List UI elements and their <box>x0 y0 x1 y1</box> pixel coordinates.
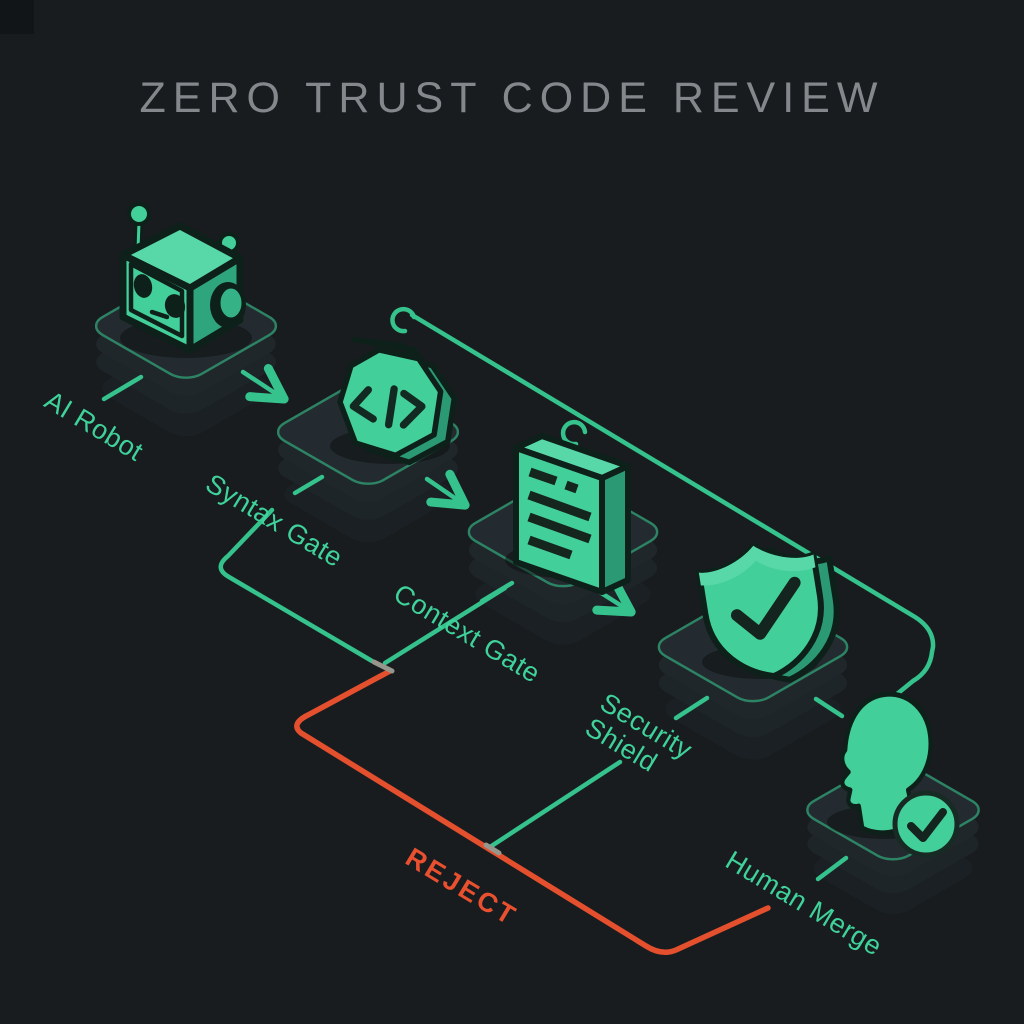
code-bracket-right <box>399 389 426 429</box>
reject-feeder-syntax <box>218 507 375 664</box>
junction-blend-1 <box>371 659 395 674</box>
bypass-line <box>409 312 936 697</box>
shield-check-icon <box>695 542 840 683</box>
junction-blend-2 <box>483 842 502 856</box>
corner-accent <box>0 0 34 34</box>
flow-arrow-syntax-to-context <box>424 469 470 510</box>
doc-line-short <box>528 467 558 486</box>
diagram-title: ZERO TRUST CODE REVIEW <box>139 74 885 122</box>
robot-antenna-left <box>127 202 151 226</box>
flow-arrow-robot-to-syntax <box>240 363 289 404</box>
robot-mouth <box>149 309 170 320</box>
reject-path <box>294 668 771 955</box>
code-bracket-left <box>349 386 377 423</box>
check-badge-icon <box>892 790 960 858</box>
label-tick-syntax-gate <box>292 474 325 496</box>
check-icon <box>907 808 947 842</box>
shield-brim <box>698 545 816 586</box>
hook-icon <box>390 306 417 334</box>
document-icon <box>513 419 631 595</box>
doc-line-long-1 <box>527 490 592 522</box>
code-slash <box>384 385 398 429</box>
robot-icon <box>119 202 246 354</box>
robot-eye-left <box>133 274 153 298</box>
check-icon <box>730 576 801 640</box>
robot-eye-right <box>164 294 186 318</box>
flow-dash-shield-to-human <box>813 696 845 719</box>
label-tick-ai-robot <box>101 374 144 402</box>
label-tick-security-shield <box>673 695 710 721</box>
code-gate-icon <box>337 306 458 466</box>
doc-line-long-2 <box>527 512 592 544</box>
doc-line-medium <box>527 535 573 560</box>
doc-line-tick <box>564 480 579 494</box>
reject-feeder-context <box>382 585 508 666</box>
reject-feeder-shield <box>487 759 623 850</box>
label-tick-human-merge <box>815 855 849 882</box>
human-head-check-icon <box>840 691 960 858</box>
